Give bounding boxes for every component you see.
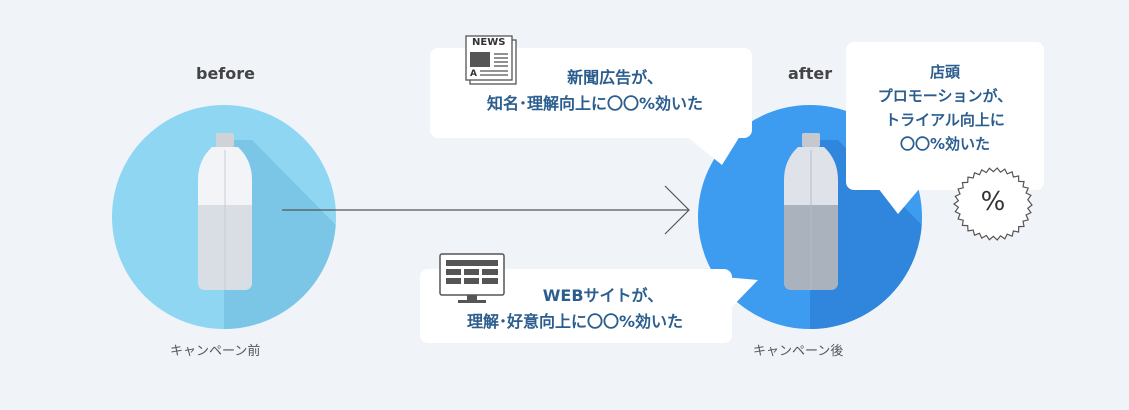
- store-bubble: [846, 42, 1044, 214]
- before-label: before: [196, 64, 255, 83]
- store-bubble-line-4: 〇〇%効いた: [899, 135, 991, 153]
- arrow: [282, 185, 690, 235]
- store-bubble-line-3: トライアル向上に: [885, 111, 1005, 129]
- newspaper-icon: [465, 35, 517, 85]
- before-bottle-icon: [198, 133, 252, 290]
- after-caption: キャンペーン後: [753, 344, 844, 359]
- newspaper-bubble-line-1: 新聞広告が、: [567, 68, 663, 87]
- web-bubble-line-1: WEBサイトが、: [542, 286, 664, 305]
- store-bubble-text: 店頭 プロモーションが、 トライアル向上に 〇〇%効いた: [846, 60, 1044, 156]
- percent-symbol: %: [980, 187, 1006, 217]
- newspaper-bubble-text: 新聞広告が、 知名･理解向上に〇〇%効いた: [440, 65, 750, 117]
- store-bubble-line-1: 店頭: [929, 63, 960, 81]
- newspaper-bubble-line-2: 知名･理解向上に〇〇%効いた: [486, 94, 704, 113]
- after-bottle-icon: [784, 133, 838, 290]
- before-caption: キャンペーン前: [170, 344, 261, 359]
- monitor-icon: [439, 253, 505, 303]
- after-label: after: [788, 64, 833, 83]
- store-bubble-line-2: プロモーションが、: [877, 87, 1013, 105]
- newspaper-icon-letter: A: [470, 69, 477, 79]
- web-bubble-line-2: 理解･好意向上に〇〇%効いた: [466, 312, 684, 331]
- newspaper-icon-label: NEWS: [472, 37, 506, 48]
- web-bubble-text: WEBサイトが、 理解･好意向上に〇〇%効いた: [430, 283, 720, 335]
- percent-seal-icon: [952, 167, 1033, 241]
